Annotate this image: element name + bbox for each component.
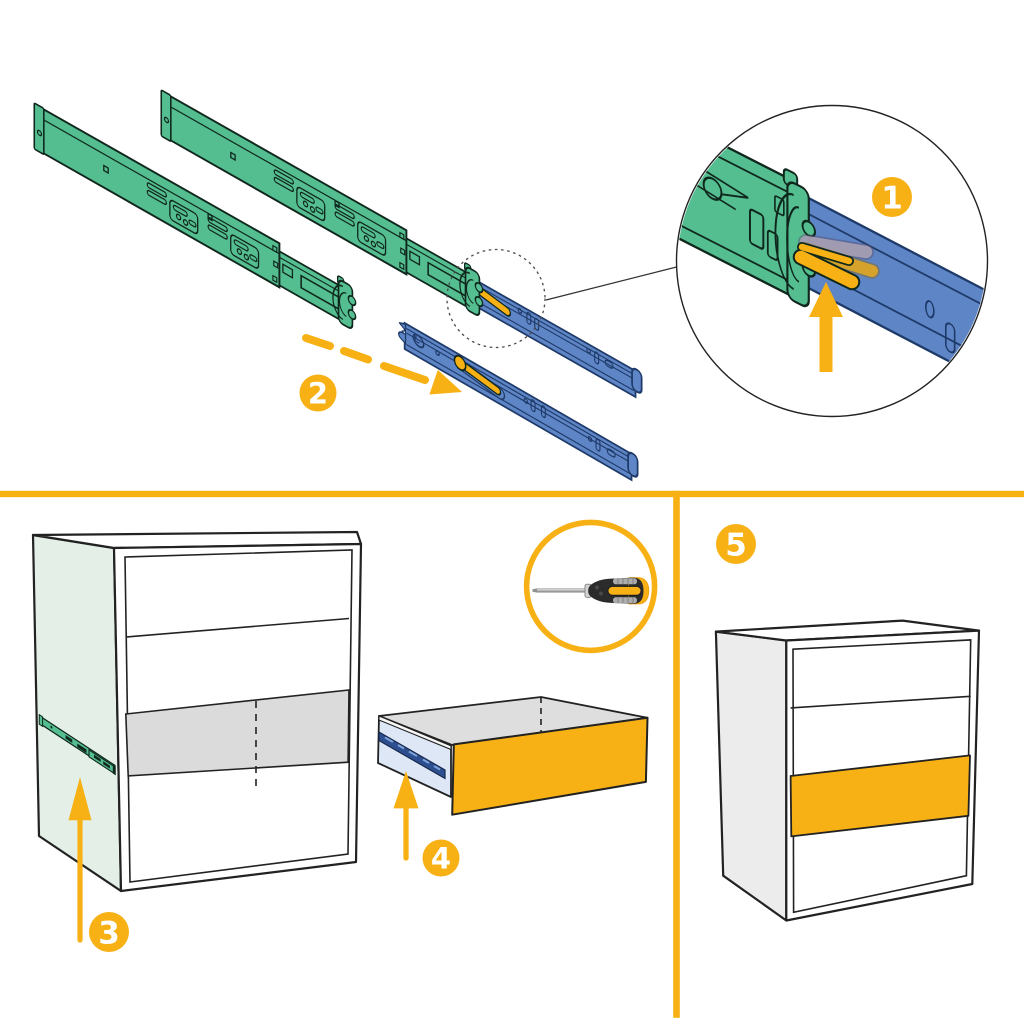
screwdriver-badge [523,519,658,654]
drawer-front-panel [451,716,649,816]
step5-cabinet-illustration: 5 [714,524,981,922]
step2-arrow [302,334,462,395]
drawer-left-rim [378,715,452,751]
detail-source-circle [446,248,546,349]
latch-lever-small [474,285,512,317]
step5-badge: 5 [716,524,756,564]
divider-horizontal [0,490,1024,498]
cabinet-side-panel [31,533,123,893]
step3-number: 3 [98,916,120,952]
blue-rail-inserted [469,275,643,399]
step1-2-assembly-illustration: 2 [34,77,989,482]
lever-ghost [798,234,874,260]
step4-arrow [393,771,419,861]
cabinet-gray-opening [124,689,350,777]
detail-connector-line [545,266,677,301]
step3-badge: 3 [89,912,129,952]
step2-badge: 2 [299,374,337,412]
step3-arrow [68,777,92,943]
step1-arrow [809,282,843,372]
step2-number: 2 [308,377,328,411]
drawer-box [377,696,649,816]
drawer-rail [378,730,446,780]
cabinet5-side-panel [714,630,788,922]
step4-number: 4 [431,842,451,876]
screwdriver-icon [532,577,650,605]
step4-drawer-illustration: 4 [377,519,658,877]
cabinet-divider-line [125,617,350,638]
mounted-slide [38,713,116,776]
divider-vertical [673,490,680,1018]
step4-badge: 4 [422,839,460,877]
lever-solid [792,242,861,291]
blue-rail-separate [398,321,639,482]
step1-detail-magnifier: 1 [675,104,989,418]
step1-badge: 1 [872,177,912,217]
step1-number: 1 [881,181,903,217]
step3-cabinet-illustration: 3 [31,530,363,952]
step5-number: 5 [725,528,747,564]
cabinet5-yellow-drawer [789,754,971,838]
cabinet5-divider-line [790,695,971,709]
latch-lever [453,354,506,401]
